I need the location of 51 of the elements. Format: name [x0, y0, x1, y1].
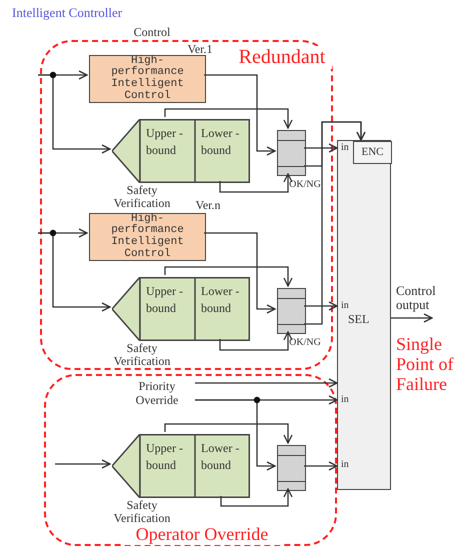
controller-box: High- performance Intelligent Control	[89, 55, 206, 103]
safety-verification-block	[112, 277, 250, 341]
connector-arrow	[195, 378, 338, 388]
cell-text: Lower - bound	[201, 125, 240, 160]
connector-arrow	[38, 232, 111, 312]
annotation-text: Safety Verification	[112, 499, 172, 526]
connector-arrow	[195, 399, 276, 471]
cell-text: Upper - bound	[146, 125, 184, 160]
port-label: in	[341, 142, 350, 154]
cell-text: Upper - bound	[146, 283, 184, 318]
comparator-box	[277, 130, 306, 176]
connector-arrow	[304, 301, 338, 311]
warning-text: Single Point of Failure	[396, 335, 455, 394]
annotation-text: Safety Verification	[112, 184, 172, 210]
connector-arrow	[204, 74, 276, 156]
connector-arrow	[164, 266, 293, 287]
cell-text: Lower - bound	[201, 283, 240, 318]
port-label: in	[341, 459, 350, 470]
annotation-text: OK/NG	[288, 179, 322, 190]
port-label: in	[341, 300, 350, 312]
safety-verification-block	[112, 119, 250, 183]
comparator-box	[277, 445, 306, 491]
connector-arrow	[391, 313, 433, 323]
annotation-text: Ver.n	[194, 199, 222, 213]
connector-arrow	[220, 488, 293, 507]
connector-arrow	[304, 143, 338, 153]
connector-arrow	[164, 423, 293, 444]
cell-text: Lower - bound	[201, 440, 240, 474]
block-label: SEL	[348, 313, 370, 327]
annotation-text: Control	[132, 26, 172, 40]
selector-block	[337, 140, 391, 490]
dashed-group-frame	[44, 374, 337, 546]
connector-arrow	[38, 74, 111, 154]
connector-arrow	[304, 461, 338, 471]
comparator-box	[277, 288, 306, 334]
cell-text: Upper - bound	[146, 440, 184, 474]
title-text: Intelligent Controller	[12, 6, 122, 21]
annotation-text: OK/NG	[288, 337, 322, 348]
annotation-text: Safety Verification	[112, 342, 172, 368]
connector-arrow	[204, 232, 276, 314]
port-label: in	[341, 394, 350, 406]
connector-arrow	[219, 331, 293, 351]
connector-arrow	[304, 121, 366, 325]
connector-arrow	[55, 459, 111, 469]
controller-box: High- performance Intelligent Control	[89, 213, 206, 261]
connector-arrow	[219, 173, 293, 193]
connector-arrow	[164, 108, 293, 129]
annotation-text: Ver.1	[186, 43, 214, 57]
input-label: Priority Override	[117, 379, 197, 411]
encoder-box: ENC	[353, 141, 392, 164]
safety-verification-block	[112, 434, 250, 498]
